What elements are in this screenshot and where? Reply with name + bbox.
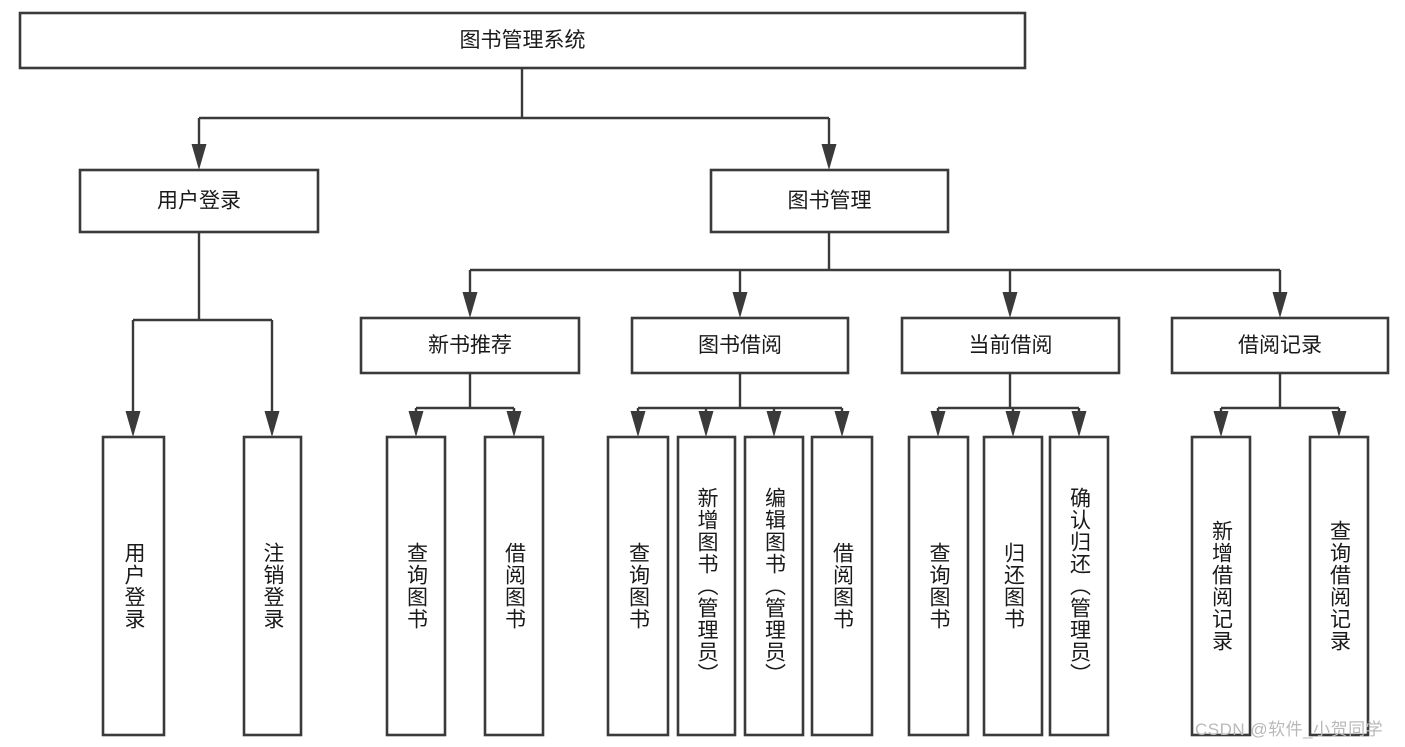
node-box-leaf-return-book[interactable] [982,435,1044,737]
arrow-head-icon [191,144,207,170]
arrow-head-icon [408,411,424,437]
arrow-head-icon [834,411,850,437]
arrow-head-icon [125,411,141,437]
connector-group-root-to-level1 [191,68,837,170]
node-box-book-manage[interactable] [709,168,950,234]
connector-group-bookborrow-to-leaves [630,373,850,437]
arrow-head-icon [1272,292,1288,318]
arrow-head-icon [1071,411,1087,437]
watermark-credit: CSDN @软件_小贺同学 [1195,720,1384,739]
arrow-head-icon [1331,411,1347,437]
node-box-leaf-confirm-return-admin[interactable] [1048,435,1110,737]
node-box-new-book-recommend[interactable] [359,316,581,375]
arrow-head-icon [506,411,522,437]
node-box-leaf-query-book-3[interactable] [907,435,970,737]
node-box-user-login[interactable] [78,168,320,234]
arrow-head-icon [1002,292,1018,318]
node-box-leaf-user-logout[interactable] [242,435,303,737]
arrow-head-icon [732,292,748,318]
node-box-leaf-borrow-book-1[interactable] [483,435,545,737]
node-box-root[interactable] [18,11,1027,70]
arrow-head-icon [630,411,646,437]
arrow-head-icon [462,292,478,318]
node-box-leaf-add-book-admin[interactable] [676,435,737,737]
node-label-new-book-recommend: 新书推荐 [428,334,512,357]
connector-group-currentborrow-to-leaves [930,373,1087,437]
connector-group-borrowrecord-to-leaves [1213,373,1347,437]
node-label-book-manage: 图书管理 [788,190,872,213]
node-box-leaf-query-book-1[interactable] [385,435,447,737]
node-box-leaf-query-book-2[interactable] [606,435,670,737]
node-box-leaf-user-login[interactable] [101,435,166,737]
arrow-head-icon [821,144,837,170]
arrow-head-icon [766,411,782,437]
node-box-current-borrow[interactable] [900,316,1121,375]
connector-group-userlogin-to-leaves [125,232,280,437]
node-box-book-borrow[interactable] [630,316,850,375]
node-box-borrow-record[interactable] [1170,316,1390,375]
arrow-head-icon [930,411,946,437]
node-box-leaf-borrow-book-2[interactable] [810,435,874,737]
arrow-head-icon [1005,411,1021,437]
node-label-root: 图书管理系统 [460,29,586,52]
node-label-borrow-record: 借阅记录 [1238,334,1322,357]
node-box-leaf-query-borrow-record[interactable] [1308,435,1370,737]
node-label-current-borrow: 当前借阅 [969,334,1053,357]
connector-group-newbook-to-leaves [408,373,522,437]
node-label-user-login: 用户登录 [157,190,241,213]
arrow-head-icon [1213,411,1229,437]
connectors-layer [125,68,1347,437]
node-label-book-borrow: 图书借阅 [698,334,782,357]
boxes-layer [18,11,1390,737]
arrow-head-icon [698,411,714,437]
node-box-leaf-add-borrow-record[interactable] [1190,435,1252,737]
node-box-leaf-edit-book-admin[interactable] [743,435,805,737]
connector-group-bookmanage-to-level2 [462,232,1288,318]
arrow-head-icon [264,411,280,437]
